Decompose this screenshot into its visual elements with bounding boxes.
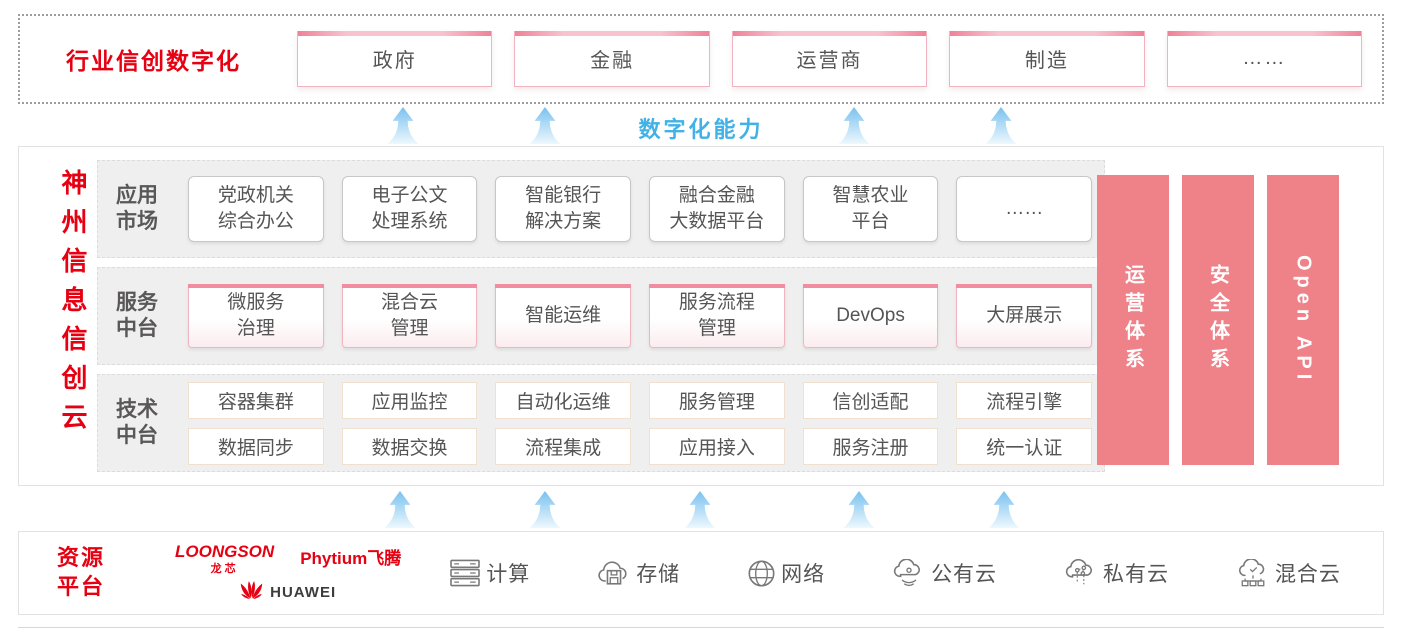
resource-platform-box: 资源 平台 LOONGSON 龙芯 Phytium飞腾: [18, 531, 1384, 615]
platform-title: 神州信息信创云: [58, 169, 88, 442]
tech-box-flow-engine: 流程引擎: [956, 381, 1093, 419]
tech-box-app-monitor: 应用监控: [341, 381, 478, 419]
pillar-operation-system: 运营体系: [1097, 175, 1169, 465]
huawei-logo: HUAWEI: [240, 580, 336, 605]
pillar-list: 运营体系 安全体系 Open API: [1097, 175, 1339, 465]
industry-box-more: ……: [1166, 31, 1363, 87]
up-arrow-icon: [841, 491, 877, 529]
resource-item-storage: 存储: [597, 558, 680, 588]
resource-item-public-cloud: 公有云: [892, 558, 997, 588]
app-box-more: ……: [956, 176, 1093, 242]
industry-box-finance: 金融: [514, 31, 710, 87]
platform-rows: 应用 市场 党政机关 综合办公 电子公文 处理系统 智能银行 解决方案 融合金融…: [97, 160, 1105, 472]
tech-line-1: 容器集群 应用监控 自动化运维 服务管理 信创适配 流程引擎: [188, 381, 1093, 419]
pillar-open-api: Open API: [1267, 175, 1339, 465]
resource-platform-title: 资源 平台: [57, 545, 106, 599]
up-arrow-icon: [682, 491, 718, 529]
tech-box-data-exchange: 数据交换: [341, 427, 478, 465]
tech-box-container-cluster: 容器集群: [188, 381, 324, 419]
tech-middle-items: 容器集群 应用监控 自动化运维 服务管理 信创适配 流程引擎 数据同步 数据交换…: [188, 381, 1093, 465]
app-box-smart-agriculture: 智慧农业 平台: [802, 176, 939, 242]
hybrid-cloud-icon: [1236, 558, 1270, 588]
service-middle-items: 微服务 治理 混合云 管理 智能运维 服务流程 管理 DevOps 大屏展示: [188, 284, 1093, 348]
huawei-petal-icon: [240, 580, 263, 605]
app-market-items: 党政机关 综合办公 电子公文 处理系统 智能银行 解决方案 融合金融 大数据平台…: [188, 176, 1093, 242]
phytium-logo: Phytium飞腾: [300, 548, 402, 568]
tech-box-unified-auth: 统一认证: [956, 427, 1093, 465]
pillar-security-system: 安全体系: [1182, 175, 1254, 465]
resource-item-private-cloud: 私有云: [1064, 558, 1169, 588]
tech-box-service-registry: 服务注册: [802, 427, 939, 465]
up-arrow-icon: [382, 491, 418, 529]
service-middle-label: 服务 中台: [116, 290, 158, 340]
vendor-logos: LOONGSON 龙芯 Phytium飞腾: [175, 542, 401, 605]
capability-band: 数字化能力: [18, 104, 1384, 146]
app-market-label: 应用 市场: [116, 183, 158, 233]
resource-arrow-band: [18, 488, 1384, 530]
industry-box-manufacturing: 制造: [949, 31, 1145, 87]
resource-item-network: 网络: [747, 558, 825, 588]
up-arrow-icon: [527, 107, 563, 145]
tech-middle-label: 技术 中台: [116, 397, 158, 447]
app-market-row: 应用 市场 党政机关 综合办公 电子公文 处理系统 智能银行 解决方案 融合金融…: [97, 160, 1105, 258]
resource-item-compute: 计算: [449, 558, 530, 588]
tech-box-auto-ops: 自动化运维: [495, 381, 632, 419]
tech-line-2: 数据同步 数据交换 流程集成 应用接入 服务注册 统一认证: [188, 427, 1093, 465]
svc-box-service-flow: 服务流程 管理: [649, 284, 785, 348]
network-globe-icon: [747, 559, 776, 588]
loongson-logo: LOONGSON 龙芯: [175, 541, 275, 575]
tech-middle-row: 技术 中台 容器集群 应用监控 自动化运维 服务管理 信创适配 流程引擎 数据同…: [97, 374, 1105, 472]
capability-label: 数字化能力: [638, 117, 764, 142]
industry-box-list: 政府 金融 运营商 制造 ……: [297, 31, 1363, 87]
private-cloud-icon: [1064, 558, 1098, 588]
app-box-smart-banking: 智能银行 解决方案: [495, 176, 632, 242]
tech-box-app-access: 应用接入: [649, 427, 785, 465]
up-arrow-icon: [385, 107, 421, 145]
resource-item-list: 计算 存储: [449, 558, 1341, 588]
server-icon: [449, 559, 481, 587]
svc-box-big-screen: 大屏展示: [956, 284, 1093, 348]
up-arrow-icon: [983, 107, 1019, 145]
bottom-divider: [18, 627, 1384, 628]
up-arrow-icon: [986, 491, 1022, 529]
tech-box-data-sync: 数据同步: [188, 427, 324, 465]
public-cloud-icon: [892, 558, 926, 588]
industry-banner-title: 行业信创数字化: [66, 48, 241, 74]
app-box-edoc-system: 电子公文 处理系统: [341, 176, 478, 242]
app-box-gov-office: 党政机关 综合办公: [188, 176, 324, 242]
platform-box: 神州信息信创云 应用 市场 党政机关 综合办公 电子公文 处理系统 智能银行 解…: [18, 146, 1384, 486]
svc-box-hybrid-cloud-mgmt: 混合云 管理: [341, 284, 478, 348]
svc-box-smart-ops: 智能运维: [495, 284, 632, 348]
tech-box-flow-integration: 流程集成: [495, 427, 632, 465]
app-box-finance-bigdata: 融合金融 大数据平台: [649, 176, 785, 242]
industry-box-carrier: 运营商: [731, 31, 928, 87]
svc-box-microservice: 微服务 治理: [188, 284, 324, 348]
tech-box-xinchuang-adapt: 信创适配: [802, 381, 939, 419]
industry-box-government: 政府: [297, 31, 493, 87]
storage-cloud-icon: [597, 559, 631, 588]
up-arrow-icon: [836, 107, 872, 145]
tech-box-service-mgmt: 服务管理: [649, 381, 785, 419]
service-middle-row: 服务 中台 微服务 治理 混合云 管理 智能运维 服务流程 管理 DevOps …: [97, 267, 1105, 365]
industry-banner: 行业信创数字化 政府 金融 运营商 制造 ……: [18, 14, 1384, 104]
resource-item-hybrid-cloud: 混合云: [1236, 558, 1341, 588]
up-arrow-icon: [527, 491, 563, 529]
svc-box-devops: DevOps: [802, 284, 939, 348]
